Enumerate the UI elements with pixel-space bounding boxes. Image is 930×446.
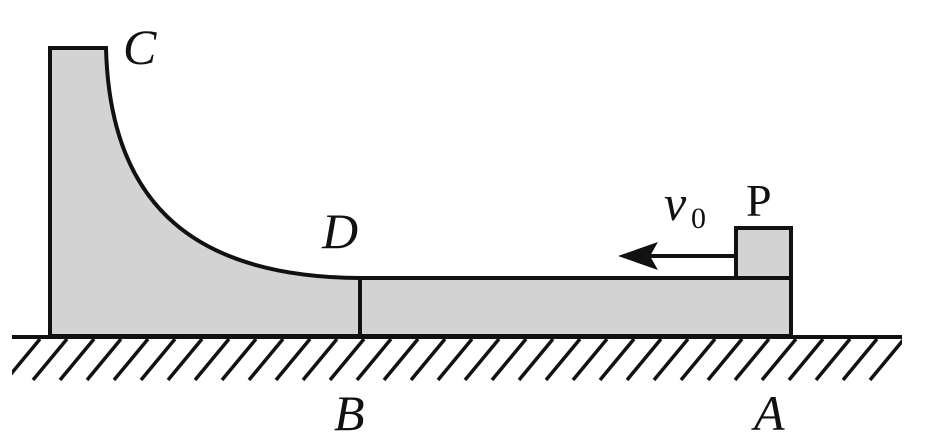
ground-hatching	[12, 337, 902, 382]
hatch-mark	[85, 337, 123, 382]
hatch-mark	[463, 337, 501, 382]
flat-board	[358, 276, 793, 338]
hatch-mark	[760, 337, 798, 382]
hatch-mark	[814, 337, 852, 382]
label-p: P	[746, 175, 772, 226]
label-c: C	[123, 19, 157, 75]
hatch-mark	[409, 337, 447, 382]
velocity-arrow	[618, 242, 736, 270]
hatch-mark	[625, 337, 663, 382]
hatch-mark	[868, 338, 902, 382]
hatch-mark	[436, 337, 474, 382]
velocity-symbol: v	[664, 175, 687, 231]
hatch-mark	[166, 337, 204, 382]
velocity-subscript: 0	[691, 202, 706, 235]
hatch-mark	[733, 337, 771, 382]
hatch-mark	[355, 337, 393, 382]
hatch-mark	[571, 337, 609, 382]
hatch-mark	[787, 337, 825, 382]
hatch-mark	[193, 337, 231, 382]
hatch-mark	[112, 337, 150, 382]
hatch-mark	[679, 337, 717, 382]
hatch-mark	[220, 337, 258, 382]
hatch-mark	[12, 337, 42, 376]
label-a: A	[751, 385, 785, 441]
hatch-mark	[139, 337, 177, 382]
hatch-mark	[328, 337, 366, 382]
block-p	[734, 226, 793, 280]
hatch-mark	[31, 337, 69, 382]
hatch-mark	[706, 337, 744, 382]
hatch-mark	[598, 337, 636, 382]
hatch-mark	[274, 337, 312, 382]
label-d: D	[321, 203, 358, 259]
hatch-mark	[382, 337, 420, 382]
velocity-label: v 0	[664, 175, 706, 235]
label-b: B	[334, 385, 365, 441]
curved-ramp	[48, 46, 362, 338]
hatch-mark	[490, 337, 528, 382]
hatch-mark	[544, 337, 582, 382]
hatch-mark	[841, 337, 879, 382]
hatch-mark	[301, 337, 339, 382]
hatch-mark	[247, 337, 285, 382]
hatch-mark	[652, 337, 690, 382]
hatch-mark	[517, 337, 555, 382]
hatch-mark	[58, 337, 96, 382]
